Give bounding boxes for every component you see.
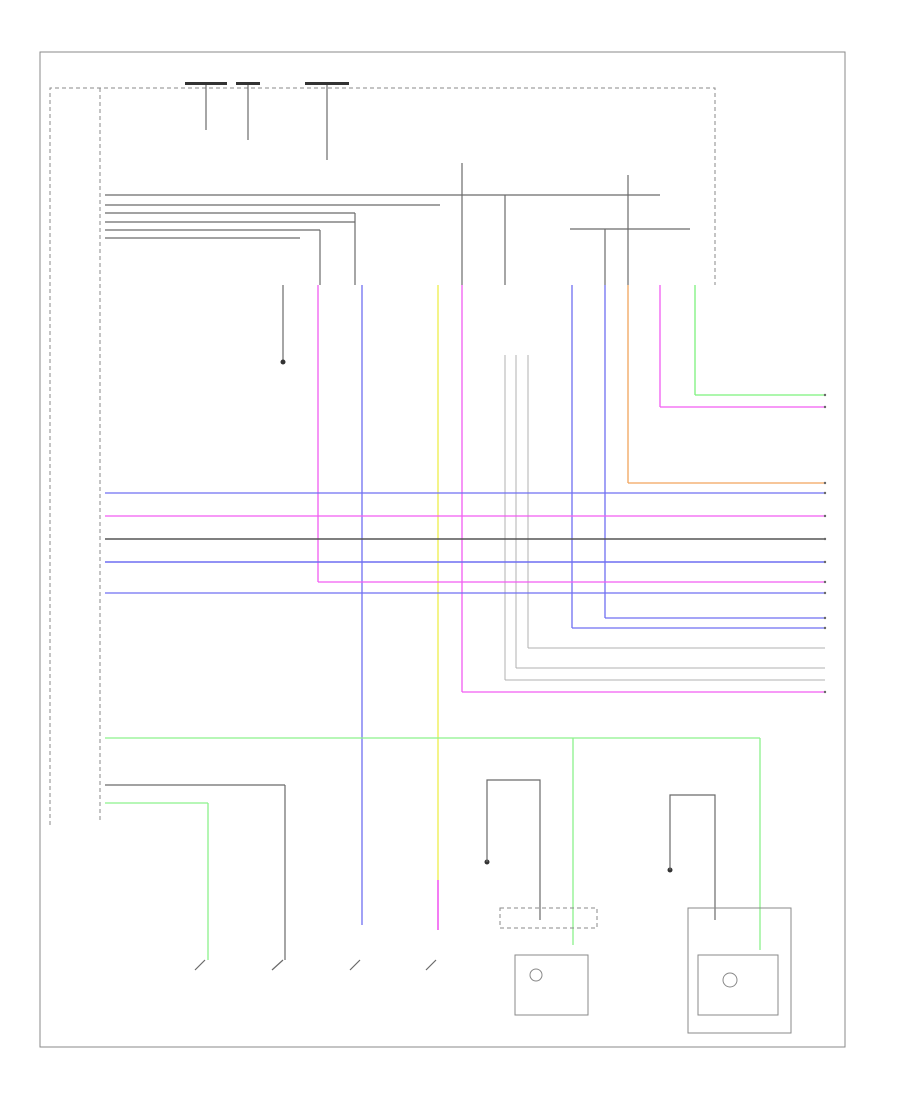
vertical-wires <box>317 285 696 930</box>
right-edge-pins <box>823 393 827 694</box>
ground-symbols <box>280 359 673 873</box>
top-connectors <box>185 82 349 160</box>
bottom-switch-wires <box>105 738 761 960</box>
diagram-border <box>39 51 846 1048</box>
control-unit-boundary <box>49 87 716 825</box>
bottom-switches <box>194 959 437 971</box>
sensor-modules <box>499 907 792 1034</box>
black-bus-lines <box>105 163 690 360</box>
horizontal-wires <box>105 394 825 739</box>
